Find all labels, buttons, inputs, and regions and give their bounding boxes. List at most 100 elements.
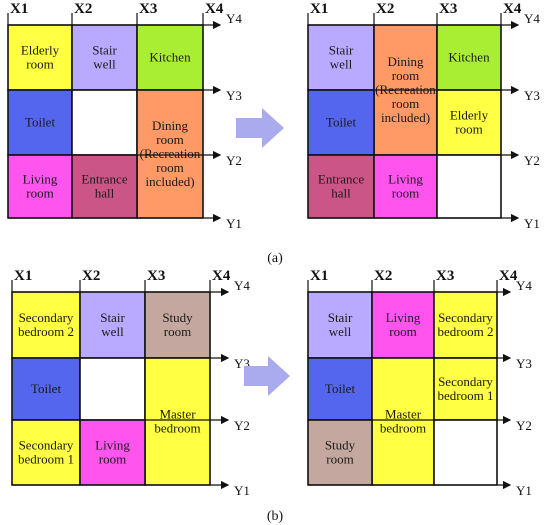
room-cell	[433, 291, 498, 359]
transition-arrow-a	[236, 108, 284, 148]
room-label: Stair	[100, 310, 125, 325]
x-axis-label: X1	[310, 1, 328, 17]
room-label: room	[26, 186, 53, 201]
panel-label-a: (a)	[267, 251, 283, 266]
y-axis-label: Y2	[524, 153, 540, 168]
x-axis-label: X2	[376, 1, 394, 17]
room-label: well	[330, 57, 353, 72]
room-label: Dining	[387, 54, 424, 69]
room-label: bedroom 1	[438, 388, 494, 403]
room-label: bedroom	[154, 421, 200, 436]
room-label: room	[389, 324, 416, 339]
room-label: Living	[388, 172, 423, 187]
y-axis-label: Y1	[226, 216, 242, 231]
room-cell	[371, 357, 435, 486]
room-label: room	[392, 68, 419, 83]
room-label: room	[164, 324, 191, 339]
room-label: Living	[95, 438, 130, 453]
room-cell	[433, 419, 498, 486]
room-cell	[307, 24, 375, 91]
room-label: room	[156, 132, 183, 147]
room-label: room	[455, 122, 482, 137]
y-axis-label: Y2	[234, 418, 250, 433]
x-axis-label: X1	[310, 268, 328, 284]
x-axis-label: X4	[205, 1, 224, 17]
room-label: Master	[159, 407, 196, 422]
x-axis-label: X4	[499, 268, 518, 284]
room-label: bedroom	[380, 421, 426, 436]
room-label: (Recreation	[140, 146, 201, 161]
x-axis-label: X3	[436, 268, 454, 284]
room-label: Study	[162, 310, 193, 325]
room-label: Toilet	[326, 115, 357, 130]
room-label: Secondary	[438, 374, 493, 389]
room-label: included)	[145, 174, 194, 189]
room-label: well	[93, 57, 116, 72]
y-axis-label: Y4	[524, 11, 540, 26]
room-label: room	[392, 186, 419, 201]
room-label: room	[156, 160, 183, 175]
room-label: Secondary	[19, 438, 74, 453]
room-label: Elderly	[450, 108, 489, 123]
room-label: bedroom 2	[18, 324, 74, 339]
room-label: hall	[95, 186, 115, 201]
x-axis-label: X1	[10, 1, 28, 17]
x-axis-label: X4	[503, 1, 522, 17]
room-label: Dining	[152, 118, 189, 133]
y-axis-label: Y2	[516, 418, 532, 433]
room-label: Entrance	[318, 172, 364, 187]
room-label: Study	[325, 438, 356, 453]
room-label: room	[392, 96, 419, 111]
room-cell	[79, 291, 146, 359]
room-label: room	[99, 452, 126, 467]
x-axis-label: X2	[374, 268, 392, 284]
room-label: hall	[331, 186, 351, 201]
y-axis-label: Y4	[234, 278, 250, 293]
room-label: Toilet	[31, 381, 62, 396]
y-axis-label: Y1	[516, 483, 532, 498]
transition-arrow-b	[244, 356, 290, 396]
x-axis-label: X1	[14, 268, 32, 284]
room-cell	[79, 357, 146, 421]
y-axis-label: Y3	[524, 88, 540, 103]
room-label: Toilet	[325, 381, 356, 396]
room-label: bedroom 2	[438, 324, 494, 339]
room-cell	[436, 154, 502, 219]
room-label: room	[326, 452, 353, 467]
x-axis-label: X2	[74, 1, 92, 17]
room-cell	[71, 24, 138, 91]
room-label: included)	[381, 110, 430, 125]
x-axis-label: X3	[439, 1, 457, 17]
room-label: Kitchen	[149, 50, 191, 65]
x-axis-label: X3	[147, 268, 165, 284]
room-label: Stair	[328, 310, 353, 325]
room-label: Elderly	[21, 43, 60, 58]
room-cell	[7, 24, 73, 91]
room-cell	[371, 291, 435, 359]
room-label: well	[329, 324, 352, 339]
room-label: Stair	[329, 43, 354, 58]
room-cell	[144, 357, 211, 486]
room-cell	[436, 89, 502, 156]
y-axis-label: Y1	[234, 483, 250, 498]
y-axis-label: Y3	[516, 356, 532, 371]
room-label: Stair	[92, 43, 117, 58]
x-axis-label: X4	[212, 268, 231, 284]
room-label: room	[26, 57, 53, 72]
room-label: Living	[386, 310, 421, 325]
room-label: Kitchen	[448, 50, 490, 65]
room-label: Secondary	[19, 310, 74, 325]
y-axis-label: Y4	[516, 278, 532, 293]
y-axis-label: Y4	[226, 11, 242, 26]
y-axis-label: Y2	[226, 153, 242, 168]
y-axis-label: Y1	[524, 216, 540, 231]
room-cell	[71, 89, 138, 156]
room-label: Toilet	[25, 115, 56, 130]
room-label: Living	[23, 172, 58, 187]
x-axis-label: X3	[139, 1, 157, 17]
